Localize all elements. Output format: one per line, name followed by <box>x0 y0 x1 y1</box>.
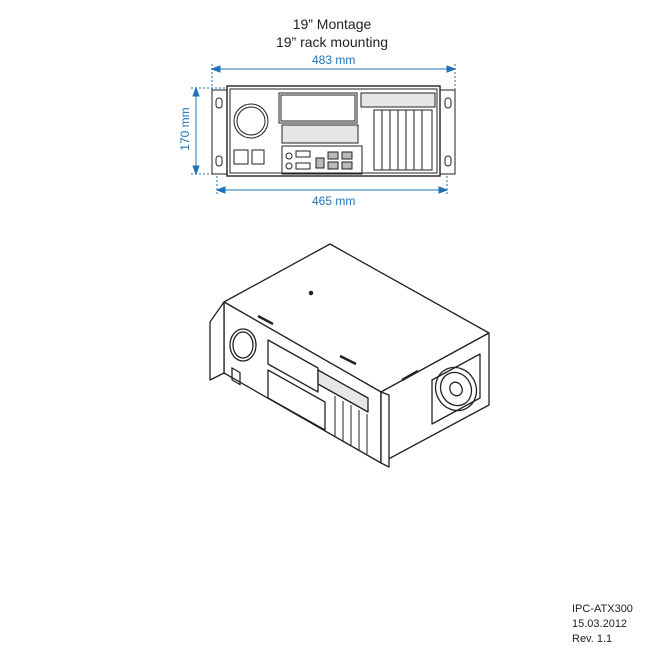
dimension-170 <box>191 86 225 176</box>
date-label: 15.03.2012 <box>572 618 628 630</box>
model-label: IPC-ATX300 <box>572 603 633 615</box>
dimension-label-width: 483 mm <box>312 53 356 67</box>
dimension-label-body-width: 465 mm <box>312 194 356 208</box>
iso-expansion-slots <box>334 396 368 454</box>
dimension-label-height: 170 mm <box>178 107 192 151</box>
title-german: 19” Montage <box>292 16 372 32</box>
title-english: 19” rack mounting <box>275 34 389 50</box>
isometric-view <box>209 243 490 468</box>
dimension-465 <box>215 176 449 195</box>
dimension-483 <box>210 64 457 90</box>
expansion-slots <box>373 109 433 171</box>
revision-label: Rev. 1.1 <box>572 633 613 645</box>
front-view <box>211 85 456 177</box>
